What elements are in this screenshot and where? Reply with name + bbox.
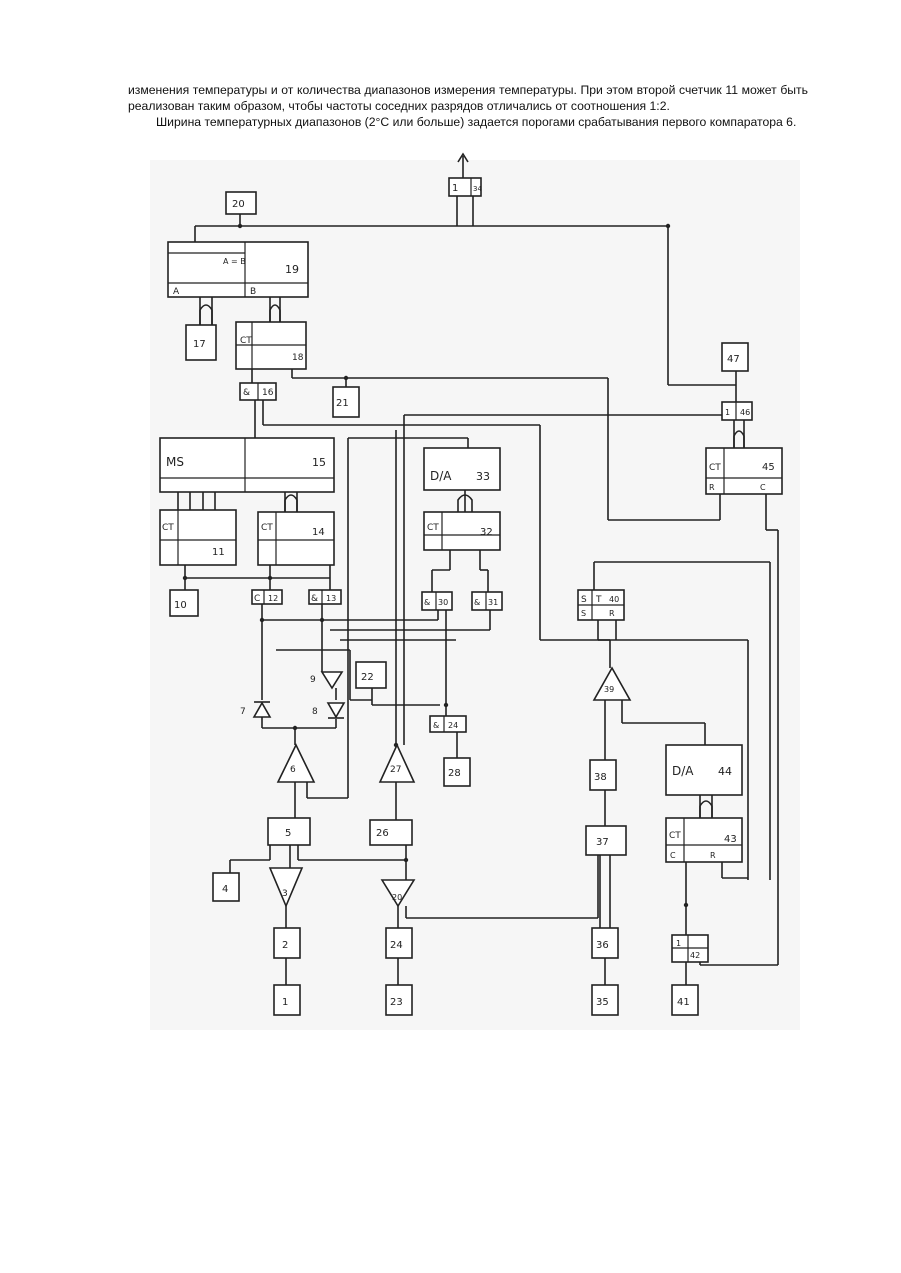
label-34-top: 34 bbox=[473, 185, 482, 193]
label-t-40: T bbox=[595, 595, 602, 605]
block-14 bbox=[258, 512, 334, 565]
label-a: A bbox=[173, 287, 180, 297]
label-ct-11: CT bbox=[162, 523, 174, 533]
label-ct-45: CT bbox=[709, 463, 721, 473]
label-37: 37 bbox=[596, 837, 609, 848]
label-and-16: & bbox=[243, 388, 250, 398]
label-13: 13 bbox=[326, 594, 336, 603]
label-46: 46 bbox=[740, 408, 750, 417]
label-22: 22 bbox=[361, 672, 374, 683]
label-and-13: & bbox=[311, 594, 318, 604]
label-3: 3 bbox=[282, 889, 288, 899]
label-da-44: D/A bbox=[672, 764, 694, 778]
label-9: 9 bbox=[310, 675, 316, 685]
label-2: 2 bbox=[282, 940, 288, 951]
block-15 bbox=[160, 438, 334, 492]
label-6: 6 bbox=[290, 765, 296, 775]
label-ct-14: CT bbox=[261, 523, 273, 533]
label-1: 1 bbox=[452, 183, 458, 194]
label-21: 21 bbox=[336, 398, 349, 409]
label-20b: 20 bbox=[392, 893, 402, 902]
label-c-43: C bbox=[670, 851, 676, 860]
label-35: 35 bbox=[596, 997, 609, 1008]
label-and-30: & bbox=[424, 598, 430, 607]
label-16: 16 bbox=[262, 388, 274, 398]
label-15: 15 bbox=[312, 456, 326, 469]
label-24b: 24 bbox=[390, 940, 403, 951]
label-r-45: R bbox=[709, 483, 715, 492]
label-da-33: D/A bbox=[430, 469, 452, 483]
label-18: 18 bbox=[292, 353, 304, 363]
label-42: 42 bbox=[690, 951, 700, 960]
label-43: 43 bbox=[724, 834, 737, 845]
label-31: 31 bbox=[488, 598, 498, 607]
label-11: 11 bbox=[212, 547, 225, 558]
label-32: 32 bbox=[480, 527, 493, 538]
label-12: 12 bbox=[268, 594, 278, 603]
label-28: 28 bbox=[448, 768, 461, 779]
label-39: 39 bbox=[604, 685, 614, 694]
label-c-12: C bbox=[254, 594, 260, 604]
label-r-43: R bbox=[710, 851, 716, 860]
label-s2-40: S bbox=[581, 609, 586, 618]
label-4: 4 bbox=[222, 884, 228, 895]
label-47: 47 bbox=[727, 354, 740, 365]
label-10: 10 bbox=[174, 600, 187, 611]
label-30: 30 bbox=[438, 598, 448, 607]
label-17: 17 bbox=[193, 339, 206, 350]
label-ms: MS bbox=[166, 455, 184, 469]
label-7: 7 bbox=[240, 707, 246, 717]
label-and-31: & bbox=[474, 598, 480, 607]
label-c-45: C bbox=[760, 483, 766, 492]
label-19: 19 bbox=[285, 263, 299, 276]
label-20: 20 bbox=[232, 199, 245, 210]
label-45: 45 bbox=[762, 462, 775, 473]
label-s-40: S bbox=[581, 595, 587, 605]
label-27: 27 bbox=[390, 765, 401, 775]
label-ct-32: CT bbox=[427, 523, 439, 533]
label-36: 36 bbox=[596, 940, 609, 951]
label-38: 38 bbox=[594, 772, 607, 783]
label-23: 23 bbox=[390, 997, 403, 1008]
label-24: 24 bbox=[448, 721, 458, 730]
label-8: 8 bbox=[312, 707, 318, 717]
label-41: 41 bbox=[677, 997, 690, 1008]
label-b: B bbox=[250, 287, 256, 297]
label-or-46: 1 bbox=[725, 408, 730, 417]
label-ct-43: CT bbox=[669, 831, 681, 841]
label-and-24: & bbox=[433, 721, 439, 730]
label-5: 5 bbox=[285, 828, 291, 839]
label-44: 44 bbox=[718, 765, 732, 778]
label-r-40: R bbox=[609, 609, 615, 618]
label-14: 14 bbox=[312, 527, 325, 538]
label-1v: 1 bbox=[282, 997, 288, 1008]
label-40: 40 bbox=[609, 595, 619, 604]
label-eq: A = B bbox=[223, 257, 246, 266]
label-26: 26 bbox=[376, 828, 389, 839]
label-or-42: 1 bbox=[676, 939, 681, 948]
label-ct-18: CT bbox=[240, 336, 252, 346]
label-33: 33 bbox=[476, 470, 490, 483]
